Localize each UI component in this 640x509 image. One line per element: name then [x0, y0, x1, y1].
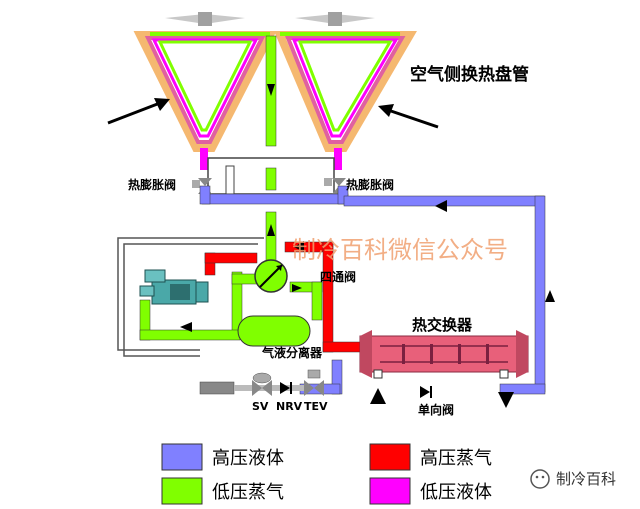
compressor-icon: [139, 269, 209, 305]
heat-exchanger-icon: [359, 330, 529, 379]
air-flow-arrow-left-icon: [107, 98, 170, 125]
flow-arrow-up-icon: [370, 388, 386, 404]
air-coil-left: [133, 31, 277, 152]
air-flow-arrow-right-icon: [378, 104, 439, 129]
fan-left-icon: [165, 12, 245, 26]
flow-arrow-up-icon: [267, 224, 275, 236]
lp-vapor-line: [139, 271, 323, 341]
flow-arrow-left-icon: [435, 200, 447, 212]
legend-swatch-lp-vapor: [161, 477, 203, 505]
fan-right-icon: [295, 12, 375, 26]
legend-label-hp-liquid: 高压液体: [212, 448, 284, 469]
brand-logo: 制冷百科: [530, 469, 616, 489]
sv-label: SV: [252, 400, 269, 413]
flow-arrow-down-icon: [498, 392, 514, 408]
air-coil-label: 空气侧换热盘管: [410, 64, 529, 85]
non-return-valve-icon: [280, 382, 292, 394]
legend-label-lp-vapor: 低压蒸气: [212, 482, 284, 503]
legend-swatch-lp-liquid: [369, 477, 411, 505]
legend-label-lp-liquid: 低压液体: [420, 482, 492, 503]
accumulator-icon: [237, 315, 311, 347]
hp-vapor-line: [204, 241, 364, 353]
watermark-text: 制冷百科微信公众号: [292, 236, 508, 264]
flow-arrow-left-icon: [294, 241, 304, 252]
wechat-icon: [530, 469, 550, 489]
tev-valve-icon: [304, 369, 324, 396]
legend-label-hp-vapor: 高压蒸气: [420, 448, 492, 469]
air-coil-right: [273, 31, 417, 152]
txv-right-label: 热膨胀阀: [346, 177, 394, 192]
tev-label: TEV: [304, 400, 328, 413]
nrv-label: NRV: [276, 400, 303, 413]
solenoid-valve-icon: [252, 372, 272, 396]
heat-exchanger-label: 热交换器: [412, 316, 473, 334]
legend: 高压液体 高压蒸气 低压蒸气 低压液体: [161, 443, 492, 505]
accumulator-label: 气液分离器: [261, 345, 323, 360]
flow-arrow-down-icon: [267, 84, 275, 96]
brand-text: 制冷百科: [556, 470, 616, 488]
four-way-valve-icon: [254, 259, 288, 293]
flow-arrow-left-icon: [180, 322, 192, 332]
flow-arrow-right-icon: [292, 284, 302, 292]
legend-swatch-hp-vapor: [369, 443, 411, 471]
txv-left-label: 热膨胀阀: [128, 177, 176, 192]
four-way-valve-label: 四通阀: [320, 269, 356, 284]
check-valve-label: 单向阀: [418, 402, 454, 417]
check-valve-icon: [420, 386, 432, 398]
legend-swatch-hp-liquid: [161, 443, 203, 471]
flow-arrow-up-icon: [545, 290, 555, 302]
